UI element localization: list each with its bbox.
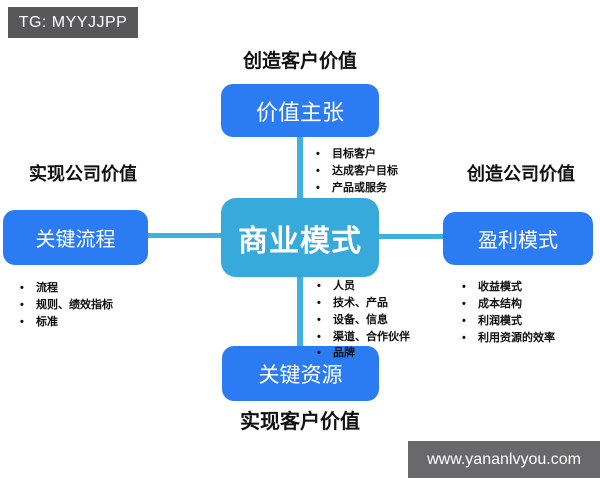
list-item: • 目标客户 <box>316 147 398 162</box>
bullet-text: 规则、绩效指标 <box>36 298 113 311</box>
bullet-list-left: • 流程 • 规则、绩效指标 • 标准 <box>20 281 113 332</box>
node-key-resources-label: 关键资源 <box>258 363 343 387</box>
list-item: • 成本结构 <box>462 297 555 312</box>
node-profit-model-label: 盈利模式 <box>478 230 558 252</box>
bullet-dot-icon: • <box>316 148 320 160</box>
watermark-telegram-badge: TG: MYYJJPP <box>8 7 138 38</box>
node-business-model-label: 商业模式 <box>238 224 362 258</box>
bullet-dot-icon: • <box>317 330 321 343</box>
connector-left <box>146 233 223 238</box>
node-key-processes-label: 关键流程 <box>35 229 116 251</box>
bullet-dot-icon: • <box>316 164 320 177</box>
watermark-website-text: www.yananlvyou.com <box>427 450 581 468</box>
bullet-text: 收益模式 <box>478 281 522 293</box>
bullet-dot-icon: • <box>20 298 24 311</box>
bullet-text: 利用资源的效率 <box>478 331 555 344</box>
bullet-dot-icon: • <box>317 313 321 326</box>
bullet-text: 利润模式 <box>478 314 522 327</box>
bullet-text: 人员 <box>333 280 355 292</box>
node-profit-model: 盈利模式 <box>443 212 593 265</box>
bullet-dot-icon: • <box>317 296 321 309</box>
bullet-dot-icon: • <box>462 297 466 310</box>
bullet-text: 渠道、合作伙伴 <box>333 330 410 343</box>
list-item: • 人员 <box>317 279 410 294</box>
bullet-text: 流程 <box>36 282 58 294</box>
bullet-dot-icon: • <box>20 282 24 294</box>
bullet-list-right: • 收益模式 • 成本结构 • 利润模式 • 利用资源的效率 <box>462 280 555 347</box>
heading-create-customer-value: 创造客户价值 <box>242 51 357 72</box>
list-item: • 达成客户目标 <box>316 164 398 179</box>
bullet-text: 技术、产品 <box>333 296 388 309</box>
heading-create-company-value: 创造公司价值 <box>467 164 575 184</box>
list-item: • 规则、绩效指标 <box>20 298 113 313</box>
bullet-list-bottom: • 人员 • 技术、产品 • 设备、信息 • 渠道、合作伙伴 • 品牌 <box>317 279 410 363</box>
bullet-text: 品牌 <box>333 347 355 360</box>
bullet-list-top: • 目标客户 • 达成客户目标 • 产品或服务 <box>316 147 398 198</box>
watermark-website-badge: www.yananlvyou.com <box>408 441 600 478</box>
connector-bottom <box>297 276 303 347</box>
node-key-resources: 关键资源 <box>222 346 379 401</box>
bullet-dot-icon: • <box>20 315 24 328</box>
connector-right <box>377 234 444 239</box>
list-item: • 渠道、合作伙伴 <box>317 330 410 345</box>
bullet-dot-icon: • <box>316 181 320 194</box>
node-business-model: 商业模式 <box>221 198 379 277</box>
bullet-dot-icon: • <box>462 331 466 344</box>
bullet-text: 设备、信息 <box>333 313 388 326</box>
list-item: • 流程 <box>20 281 113 296</box>
list-item: • 利润模式 <box>462 314 555 329</box>
bullet-text: 标准 <box>36 315 58 328</box>
heading-realize-company-value: 实现公司价值 <box>29 164 137 184</box>
node-value-proposition: 价值主张 <box>221 84 379 137</box>
connector-top <box>297 136 303 199</box>
list-item: • 标准 <box>20 315 113 330</box>
list-item: • 品牌 <box>317 346 410 361</box>
heading-realize-customer-value: 实现客户价值 <box>240 411 360 433</box>
bullet-dot-icon: • <box>317 347 321 360</box>
list-item: • 技术、产品 <box>317 296 410 311</box>
bullet-text: 达成客户目标 <box>332 164 398 177</box>
bullet-text: 目标客户 <box>332 148 376 160</box>
bullet-dot-icon: • <box>462 314 466 327</box>
bullet-dot-icon: • <box>317 280 321 292</box>
list-item: • 利用资源的效率 <box>462 331 555 346</box>
bullet-dot-icon: • <box>462 281 466 293</box>
list-item: • 产品或服务 <box>316 181 398 196</box>
list-item: • 设备、信息 <box>317 313 410 328</box>
node-key-processes: 关键流程 <box>3 210 148 265</box>
node-value-proposition-label: 价值主张 <box>255 99 344 125</box>
watermark-telegram-text: TG: MYYJJPP <box>18 13 128 31</box>
bullet-text: 成本结构 <box>478 297 522 310</box>
bullet-text: 产品或服务 <box>332 181 387 194</box>
list-item: • 收益模式 <box>462 280 555 295</box>
